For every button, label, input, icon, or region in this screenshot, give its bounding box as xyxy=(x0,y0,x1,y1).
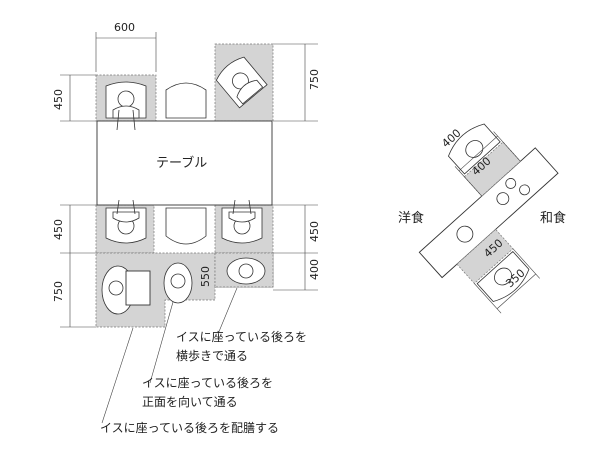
chair-bottom-left xyxy=(105,199,147,244)
note1-line1: イスに座っている後ろを xyxy=(176,329,307,344)
note2-line2: 正面を向いて通る xyxy=(142,394,238,409)
dish-2 xyxy=(505,178,517,189)
leader-note1 xyxy=(217,287,238,335)
chair-top-right-rotated xyxy=(215,56,268,109)
dim-text-right-750: 750 xyxy=(308,69,321,90)
left-plan: 600 450 450 750 750 450 400 xyxy=(52,21,321,435)
label-western: 洋食 xyxy=(398,210,424,226)
leader-note2 xyxy=(149,301,174,384)
dim-text-550: 550 xyxy=(199,266,212,287)
chair-bottom-right xyxy=(221,199,263,244)
person-walking-sideways xyxy=(226,257,266,285)
note3: イスに座っている後ろを配膳する xyxy=(100,420,279,435)
western-person xyxy=(494,267,512,286)
dim-text-left-450-upper: 450 xyxy=(52,89,65,110)
dim-text-right-400: 400 xyxy=(308,259,321,280)
chair-top-left xyxy=(105,81,147,131)
dimension-right: 750 450 400 550 xyxy=(199,43,321,291)
dish-1 xyxy=(496,192,510,206)
dish-4 xyxy=(456,225,474,243)
dining-table xyxy=(96,120,273,206)
label-japanese: 和食 xyxy=(540,210,566,226)
table-label: テーブル xyxy=(156,155,207,171)
note1-line2: 横歩きで通る xyxy=(176,348,248,363)
dimension-left: 450 450 750 xyxy=(52,74,96,328)
dim-text-right-450: 450 xyxy=(308,221,321,242)
dimension-top-width: 600 xyxy=(95,21,157,72)
dim-text-left-450-lower: 450 xyxy=(52,219,65,240)
note2-line1: イスに座っている後ろを xyxy=(142,375,273,390)
serving-tray xyxy=(125,270,151,306)
chair-top-middle xyxy=(165,82,207,119)
dim-text-left-750: 750 xyxy=(52,281,65,302)
leader-note3 xyxy=(101,327,134,424)
right-plan-counter: 400 400 450 350 洋食 和食 xyxy=(398,123,566,314)
chair-bottom-middle xyxy=(165,207,207,245)
person-walking-front xyxy=(163,262,193,304)
person-serving xyxy=(101,265,151,315)
western-seat-zone xyxy=(456,228,514,285)
dish-3 xyxy=(519,184,530,196)
counter-top xyxy=(418,147,559,279)
dim-text-600: 600 xyxy=(114,21,135,34)
